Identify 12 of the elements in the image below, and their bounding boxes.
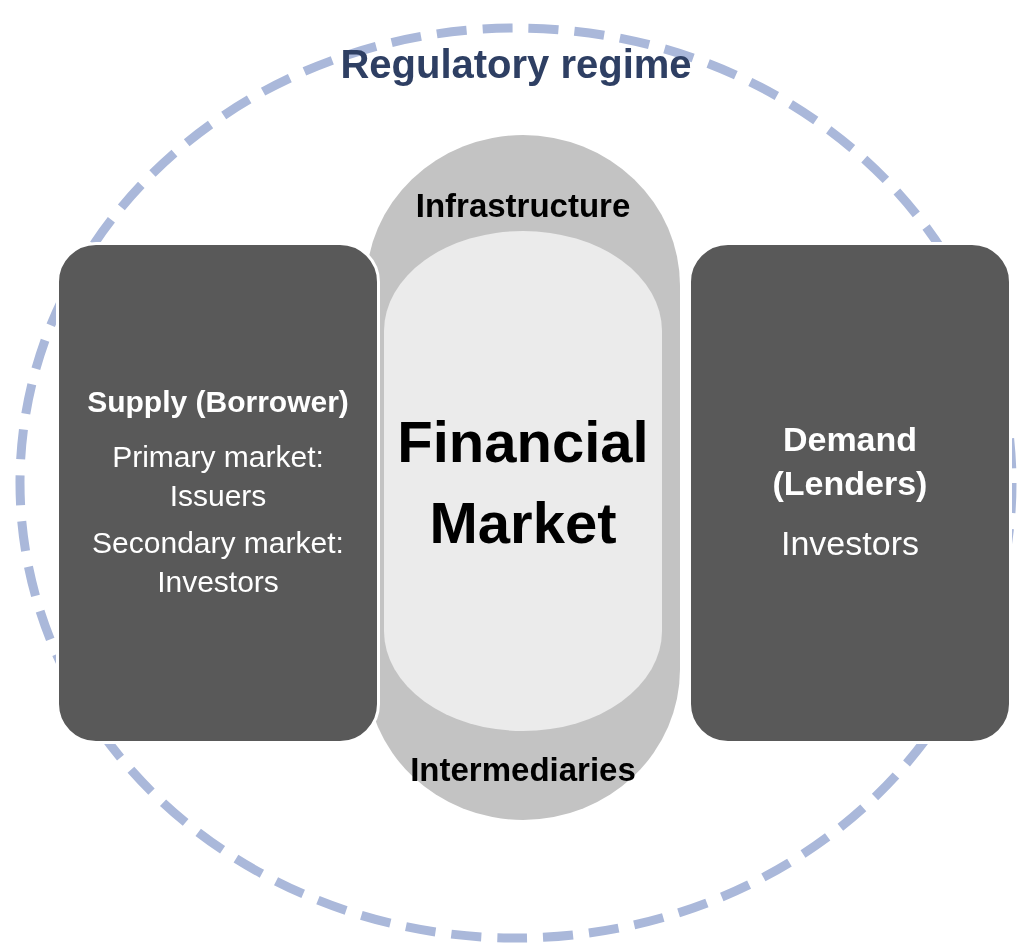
center-label: Financial Market	[396, 408, 650, 558]
box-heading: Supply (Borrower)	[87, 383, 349, 420]
side-box	[56, 242, 380, 744]
regime-label: Regulatory regime	[339, 42, 693, 87]
box-text: Investors	[781, 523, 919, 565]
box-text: Primary market: Issuers	[111, 438, 325, 514]
box-text: Secondary market: Investors	[91, 524, 345, 600]
ring-label: Intermediaries	[409, 751, 637, 789]
ring-label: Infrastructure	[414, 187, 632, 225]
box-heading: Demand (Lenders)	[771, 418, 929, 504]
regulatory-circle	[14, 22, 1018, 944]
side-box	[688, 242, 1012, 744]
